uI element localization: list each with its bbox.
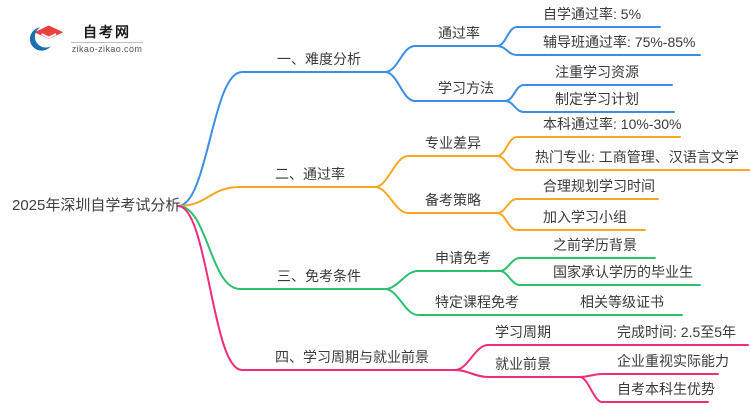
leaf-practical-ability[interactable]: 企业重视实际能力 — [617, 353, 729, 369]
connector-line — [499, 270, 701, 286]
logo-divider — [71, 42, 143, 43]
connector-line — [579, 376, 709, 403]
child-study-method[interactable]: 学习方法 — [438, 80, 494, 96]
connector-line — [454, 344, 586, 371]
child-course-exemption[interactable]: 特定课程免考 — [435, 294, 519, 310]
node-root[interactable]: 2025年深圳自学考试分析 — [12, 197, 181, 214]
leaf-popular-majors[interactable]: 热门专业: 工商管理、汉语言文学 — [535, 149, 739, 165]
connector-line — [496, 136, 681, 157]
connector-line — [384, 45, 498, 73]
site-logo[interactable]: 自考网 zikao-zikao.com — [29, 21, 143, 57]
leaf-level-certificates[interactable]: 相关等级证书 — [580, 294, 664, 310]
connector-line — [496, 155, 750, 171]
child-career-prospects[interactable]: 就业前景 — [495, 356, 551, 372]
child-pass-rate[interactable]: 通过率 — [438, 25, 480, 41]
leaf-plan-study-time[interactable]: 合理规划学习时间 — [543, 178, 655, 194]
connector-line — [384, 71, 506, 102]
connector-line — [384, 270, 501, 290]
child-prep-strategy[interactable]: 备考策略 — [425, 192, 481, 208]
logo-domain: zikao-zikao.com — [71, 44, 143, 54]
leaf-completion-time[interactable]: 完成时间: 2.5至5年 — [617, 324, 737, 340]
branch-exemption-conditions[interactable]: 三、免考条件 — [277, 268, 361, 284]
leaf-study-resources[interactable]: 注重学习资源 — [555, 64, 639, 80]
leaf-recognized-graduates[interactable]: 国家承认学历的毕业生 — [553, 264, 693, 280]
connector-line — [454, 369, 581, 378]
connector-line — [177, 71, 386, 207]
connector-line — [496, 212, 646, 231]
connector-line — [374, 186, 498, 214]
logo-text-block: 自考网 zikao-zikao.com — [71, 24, 143, 54]
child-major-difference[interactable]: 专业差异 — [425, 135, 481, 151]
connector-line — [177, 186, 376, 207]
connector-line — [504, 100, 675, 113]
connector-line — [496, 45, 701, 56]
leaf-tutoring-class-rate[interactable]: 辅导班通过率: 75%-85% — [543, 34, 696, 50]
leaf-prior-education[interactable]: 之前学历背景 — [553, 237, 637, 253]
connector-line — [177, 205, 456, 371]
leaf-undergrad-advantage[interactable]: 自考本科生优势 — [617, 381, 715, 397]
connector-line — [177, 205, 386, 290]
connector-line — [384, 288, 546, 316]
child-apply-exemption[interactable]: 申请免考 — [435, 250, 491, 266]
connector-line — [579, 373, 719, 378]
leaf-self-study-rate[interactable]: 自学通过率: 5% — [543, 6, 642, 22]
branch-difficulty-analysis[interactable]: 一、难度分析 — [277, 51, 361, 67]
logo-title: 自考网 — [83, 24, 131, 40]
child-study-cycle[interactable]: 学习周期 — [495, 324, 551, 340]
graduation-cap-icon — [29, 25, 64, 51]
leaf-join-study-group[interactable]: 加入学习小组 — [543, 209, 627, 225]
branch-pass-rate[interactable]: 二、通过率 — [275, 166, 345, 182]
leaf-undergrad-pass-rate[interactable]: 本科通过率: 10%-30% — [543, 116, 682, 132]
branch-cycle-and-career[interactable]: 四、学习周期与就业前景 — [275, 349, 429, 365]
connector-line — [374, 155, 498, 188]
leaf-study-plan[interactable]: 制定学习计划 — [555, 91, 639, 107]
